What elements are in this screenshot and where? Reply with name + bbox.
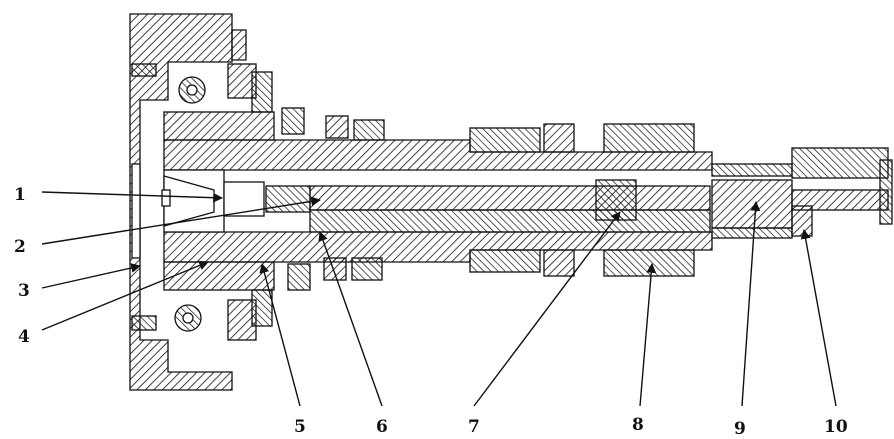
callout-4: 4 xyxy=(18,327,30,347)
callout-2: 2 xyxy=(14,237,26,257)
leader-9 xyxy=(741,201,761,407)
callout-8: 8 xyxy=(632,415,644,435)
leader-7 xyxy=(473,211,621,407)
leader-1 xyxy=(41,191,223,203)
leader-lines xyxy=(41,191,837,407)
bottom-bearing-cluster xyxy=(131,257,383,341)
leader-8 xyxy=(639,263,657,407)
callout-3: 3 xyxy=(18,281,30,301)
callout-5: 5 xyxy=(294,417,306,437)
callout-1: 1 xyxy=(14,185,26,205)
callout-10: 10 xyxy=(824,417,848,437)
draw-bar xyxy=(161,169,711,233)
leader-2 xyxy=(41,196,321,245)
callout-7: 7 xyxy=(468,417,480,437)
leader-4 xyxy=(41,260,209,331)
leader-3 xyxy=(41,263,141,289)
callout-labels: 1 2 3 4 5 6 7 8 9 10 xyxy=(14,185,848,439)
leader-10 xyxy=(800,229,837,407)
housing-flange xyxy=(129,13,247,391)
leader-6 xyxy=(318,231,383,407)
callout-6: 6 xyxy=(376,417,388,437)
leader-5 xyxy=(259,263,301,407)
top-bearing-cluster xyxy=(131,63,385,141)
rear-coupling xyxy=(711,147,893,239)
callout-9: 9 xyxy=(734,419,746,439)
